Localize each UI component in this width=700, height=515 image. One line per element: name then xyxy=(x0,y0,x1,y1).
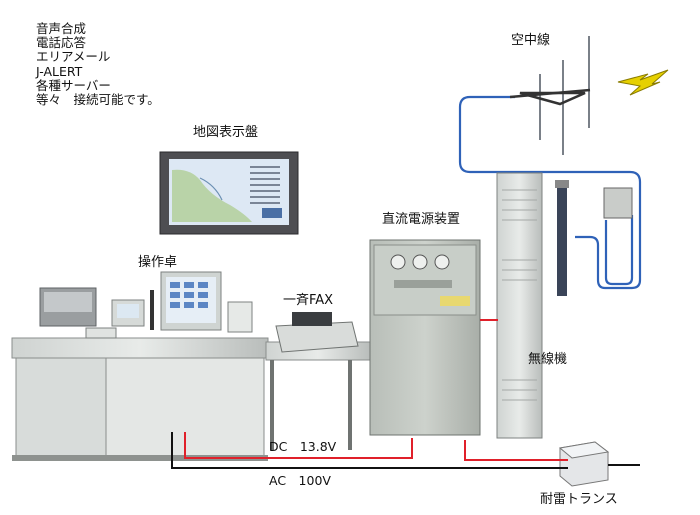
map-display-board xyxy=(159,151,299,235)
radio-label: 無線機 xyxy=(528,352,568,367)
transformer-icon xyxy=(558,441,610,487)
transformer-label: 耐雷トランス xyxy=(540,492,618,507)
dc-voltage-label: DC 13.8V xyxy=(269,439,337,454)
radio-cabinet xyxy=(496,172,633,439)
ac-voltage-label: AC 100V xyxy=(269,473,331,488)
note-line: 音声合成 xyxy=(36,21,87,36)
map-board-label: 地図表示盤 xyxy=(193,125,259,140)
note-line: 等々 接続可能です。 xyxy=(36,92,160,108)
operator-console xyxy=(11,271,269,461)
note-line: 電話応答 xyxy=(36,35,87,51)
dc-wire xyxy=(184,432,413,459)
connectable-services-note: 音声合成 電話応答 エリアメール J-ALERT 各種サーバー 等々 接続可能で… xyxy=(36,21,160,108)
console-label: 操作卓 xyxy=(138,255,178,270)
ac-wire-in xyxy=(464,440,568,461)
fax-machine xyxy=(265,312,371,450)
fax-label: 一斉FAX xyxy=(283,293,334,308)
coax-cable xyxy=(458,95,642,290)
antenna-label: 空中線 xyxy=(511,33,551,48)
dc-power-unit xyxy=(369,239,481,436)
dc-power-label: 直流電源装置 xyxy=(382,212,461,227)
antenna-icon xyxy=(509,36,591,155)
lightning-icon xyxy=(617,69,669,96)
note-line: J-ALERT xyxy=(36,63,83,79)
note-line: 各種サーバー xyxy=(36,77,111,93)
note-line: エリアメール xyxy=(36,49,111,65)
ac-wire xyxy=(171,432,568,469)
